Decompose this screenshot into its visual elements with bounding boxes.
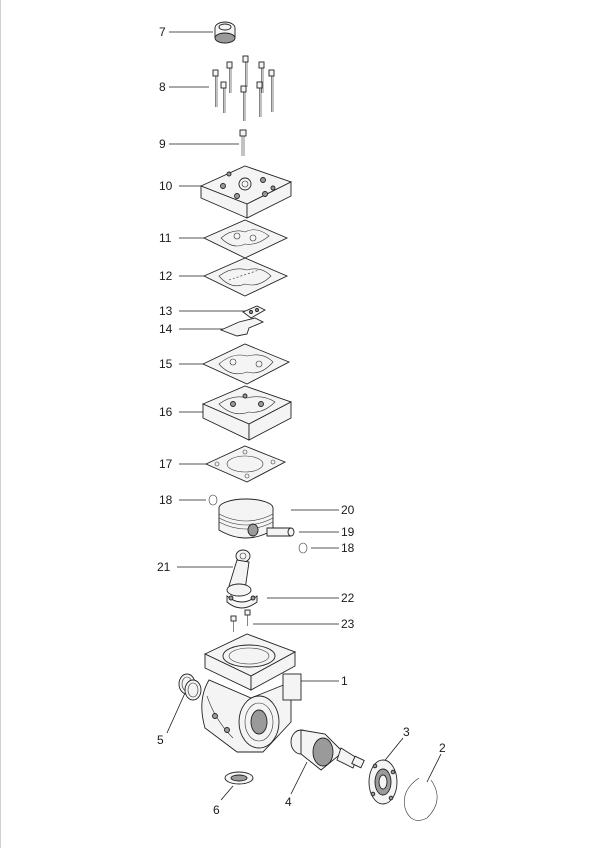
- part-10-cylinder-head: [199, 165, 293, 219]
- callout-13: 13: [159, 304, 173, 318]
- callout-7: 7: [159, 25, 166, 39]
- callout-6: 6: [213, 803, 220, 817]
- callout-3: 3: [403, 725, 410, 739]
- part-19-piston-pin: [266, 527, 295, 537]
- part-4-crankshaft: [290, 729, 365, 771]
- part-16-intermediate-plate: [201, 385, 293, 441]
- callout-labels: 7 8 9 10 11 12 13 14 15 16 17 18 20 19 1…: [157, 25, 446, 817]
- part-6-thrust-washer: [224, 771, 254, 785]
- callout-18-left: 18: [159, 493, 173, 507]
- callout-12: 12: [159, 269, 173, 283]
- callout-15: 15: [159, 357, 173, 371]
- part-15-gasket: [201, 343, 291, 385]
- part-1-crankcase: [201, 633, 302, 753]
- part-9-bolt: [239, 129, 247, 156]
- part-3-bearing-cover: [368, 759, 398, 805]
- part-13-reed-valve: [242, 305, 266, 319]
- callout-9: 9: [159, 137, 166, 151]
- callout-18-right: 18: [341, 541, 355, 555]
- part-7-plug: [214, 21, 236, 44]
- callout-22: 22: [341, 591, 355, 605]
- part-22-rod-cap: [226, 595, 258, 609]
- callout-16: 16: [159, 405, 173, 419]
- part-20-piston: [218, 498, 274, 539]
- callout-10: 10: [159, 179, 173, 193]
- part-2-retaining-ring: [404, 777, 438, 821]
- callout-4: 4: [285, 795, 292, 809]
- part-18-circlip-right: [298, 542, 308, 554]
- part-18-circlip-left: [208, 494, 218, 506]
- part-17-head-gasket: [204, 445, 287, 483]
- leader-lines: [166, 31, 442, 801]
- callout-2: 2: [439, 741, 446, 755]
- callout-11: 11: [159, 231, 172, 245]
- part-8-bolts: [212, 55, 275, 121]
- part-21-connecting-rod: [226, 549, 252, 597]
- callout-17: 17: [159, 457, 173, 471]
- part-14-valve-stop: [219, 317, 265, 337]
- callout-5: 5: [157, 733, 164, 747]
- callout-1: 1: [341, 674, 348, 688]
- callout-8: 8: [159, 80, 166, 94]
- part-11-gasket: [202, 219, 289, 259]
- callout-23: 23: [341, 617, 355, 631]
- part-12-valve-plate: [202, 257, 289, 297]
- callout-21: 21: [157, 560, 171, 574]
- part-23-rod-bolts: [230, 609, 251, 632]
- callout-20: 20: [341, 503, 355, 517]
- part-5-bearing-bush: [178, 673, 202, 701]
- callout-14: 14: [159, 322, 173, 336]
- callout-19: 19: [341, 525, 355, 539]
